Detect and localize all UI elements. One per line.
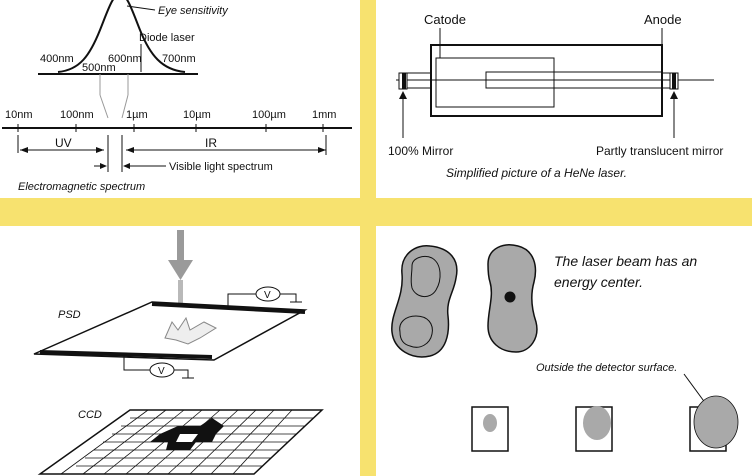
beam-spot-large [693,395,739,449]
label-700nm: 700nm [162,53,196,65]
ccd-label: CCD [78,409,102,421]
uv-arrowhead-right [96,147,104,153]
energy-text-line1: The laser beam has an [554,253,697,269]
hene-laser-diagram: Catode Anode 100% Mirror Partly transluc… [388,12,723,180]
full-mirror-coating [402,73,406,89]
psd-bottom-electrode [39,350,213,359]
ir-arrowhead-left [126,147,134,153]
scale-ticks [17,124,324,132]
psd-ccd-diagram: PSD V V CCD [33,230,324,475]
spectrum-diagram: Eye sensitivity Diode laser 400nm 500nm … [2,0,352,193]
partial-mirror-coating [672,73,676,89]
label-500nm: 500nm [82,62,116,74]
psd-label: PSD [58,309,81,321]
beam-spot-medium [583,406,611,440]
scale-10um: 10µm [183,109,211,121]
scale-1um: 1µm [126,109,148,121]
psd-bottom-ground [174,369,194,379]
uv-label: UV [55,136,72,150]
ccd-grid [37,409,324,475]
scale-10nm: 10nm [5,109,33,121]
cathode-box [435,57,555,108]
spectrum-panel: Eye sensitivity Diode laser 400nm 500nm … [0,0,360,198]
psd-top-ground [280,293,302,303]
beam-spot-small [483,414,497,432]
psd-spot [164,316,218,345]
eye-sensitivity-label: Eye sensitivity [158,5,229,17]
catode-label: Catode [424,12,466,27]
guide-right-2 [121,94,129,119]
energy-text-line2: energy center. [554,274,643,290]
psd-top-wire [227,293,256,308]
diode-laser-label: Diode laser [139,32,195,44]
uv-arrowhead-left [20,147,28,153]
voltmeter-bottom-label: V [158,366,165,377]
scale-1mm: 1mm [312,109,336,121]
spectrum-caption: Electromagnetic spectrum [18,181,145,193]
beam-blob-split-upper-core [410,255,441,297]
visible-spectrum-label: Visible light spectrum [169,161,273,173]
detectors-panel: PSD V V CCD [0,226,360,476]
scale-100um: 100µm [252,109,286,121]
energy-center-dot [504,291,516,303]
laser-caption: Simplified picture of a HeNe laser. [446,166,627,180]
visible-arrowhead-left [100,163,107,169]
label-400nm: 400nm [40,53,74,65]
outside-detector-label: Outside the detector surface. [536,362,677,374]
beam-blob-split-lower-core [399,315,433,348]
right-mirror-arrowhead [670,91,678,99]
ir-label: IR [205,136,217,150]
laser-panel: Catode Anode 100% Mirror Partly transluc… [376,0,752,198]
eye-sensitivity-curve [57,0,186,73]
incoming-beam [177,230,184,264]
beam-energy-diagram: The laser beam has an energy center. Out… [391,244,739,452]
voltmeter-top-label: V [264,290,271,301]
psd-bottom-wire [123,356,150,371]
eye-sensitivity-pointer [126,5,156,11]
partial-mirror-label: Partly translucent mirror [596,144,723,158]
guide-left-2 [99,94,109,119]
outside-pointer [683,373,707,405]
scale-100nm: 100nm [60,109,94,121]
ir-arrowhead-right [318,147,326,153]
left-mirror-arrowhead [399,91,407,99]
anode-label: Anode [644,12,682,27]
label-600nm: 600nm [108,53,142,65]
full-mirror-label: 100% Mirror [388,144,453,158]
incoming-beam-arrowhead [168,260,193,280]
beam-panel: The laser beam has an energy center. Out… [376,226,752,476]
